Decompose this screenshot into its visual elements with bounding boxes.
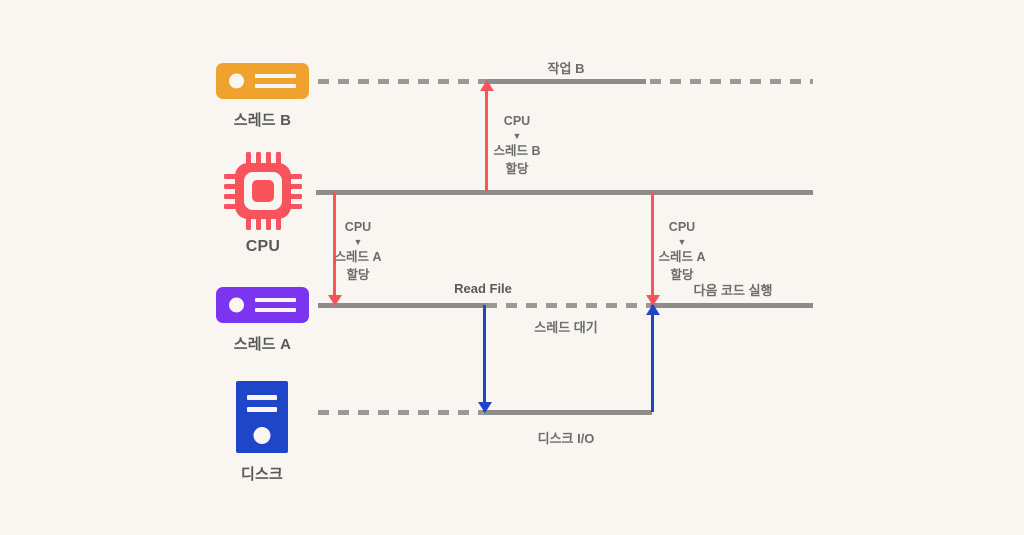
annotation-line: CPU xyxy=(668,220,696,234)
annotation-cpu-to-thread-b: CPU ▼ 스레드 B 할당 xyxy=(493,112,540,178)
arrow-shaft xyxy=(651,192,654,305)
server-icon-dot xyxy=(229,73,244,89)
disk-icon-dot xyxy=(253,427,271,444)
timeline-cpu xyxy=(316,190,813,195)
annotation-line: 할당 xyxy=(505,162,529,176)
disk-icon xyxy=(236,381,288,453)
cpu-chip-icon xyxy=(224,152,302,230)
node-thread-b: 스레드 B xyxy=(216,63,309,129)
server-icon-line xyxy=(255,298,296,302)
arrow-head xyxy=(479,80,494,91)
arrow-shaft xyxy=(483,305,486,412)
server-icon-line xyxy=(255,84,296,88)
disk-icon-line xyxy=(247,407,277,412)
annotation-line: 스레드 A xyxy=(334,250,382,264)
annotation-arrow-glyph: ▼ xyxy=(353,237,363,247)
annotation-line: CPU xyxy=(503,114,531,128)
label-task-b: 작업 B xyxy=(547,61,585,76)
server-icon xyxy=(216,287,309,323)
annotation-cpu-to-thread-a-second: CPU ▼ 스레드 A 할당 xyxy=(658,218,705,284)
annotation-arrow-glyph: ▼ xyxy=(512,131,522,141)
server-icon-line xyxy=(255,74,296,78)
arrow-head xyxy=(477,402,492,413)
arrow-head xyxy=(327,295,342,306)
timeline-disk-idle xyxy=(318,410,486,415)
arrow-shaft xyxy=(333,192,336,305)
timeline-thread-a-running-right xyxy=(650,303,813,308)
arrow-head xyxy=(645,295,660,306)
node-label-cpu: CPU xyxy=(245,238,281,255)
arrow-thread-a-to-disk xyxy=(477,305,492,413)
node-disk: 디스크 xyxy=(236,381,288,483)
annotation-line: 스레드 B xyxy=(493,144,541,158)
annotation-cpu-to-thread-a-first: CPU ▼ 스레드 A 할당 xyxy=(334,218,381,284)
annotation-line: CPU xyxy=(344,220,372,234)
arrow-shaft xyxy=(651,305,654,412)
annotation-line: 할당 xyxy=(346,268,370,282)
node-cpu: CPU xyxy=(224,152,302,255)
arrow-cpu-to-thread-a-second xyxy=(645,192,660,306)
server-icon xyxy=(216,63,309,99)
annotation-line: 할당 xyxy=(670,268,694,282)
arrow-disk-to-thread-a xyxy=(645,304,660,412)
label-read-file: Read File xyxy=(454,281,512,296)
server-icon-line xyxy=(255,308,296,312)
node-label-thread-a: 스레드 A xyxy=(233,336,292,353)
label-next-code: 다음 코드 실행 xyxy=(693,283,773,298)
timeline-thread-b-idle-right xyxy=(650,79,813,84)
timeline-thread-a-waiting xyxy=(486,303,652,308)
timeline-thread-b-running xyxy=(486,79,646,84)
arrow-shaft xyxy=(485,81,488,192)
arrow-cpu-to-thread-a-first xyxy=(327,192,342,306)
annotation-line: 스레드 A xyxy=(658,250,706,264)
server-icon-dot xyxy=(229,297,244,313)
node-label-thread-b: 스레드 B xyxy=(233,112,292,129)
label-disk-io: 디스크 I/O xyxy=(537,431,595,446)
node-thread-a: 스레드 A xyxy=(216,287,309,353)
annotation-arrow-glyph: ▼ xyxy=(677,237,687,247)
label-thread-wait: 스레드 대기 xyxy=(534,320,598,335)
disk-icon-line xyxy=(247,395,277,400)
arrow-cpu-to-thread-b xyxy=(479,80,494,192)
timeline-thread-a-running-left xyxy=(318,303,486,308)
timeline-disk-busy xyxy=(484,410,652,415)
timeline-thread-b-idle-left xyxy=(318,79,488,84)
arrow-head xyxy=(645,304,660,315)
node-label-disk: 디스크 xyxy=(240,466,284,483)
